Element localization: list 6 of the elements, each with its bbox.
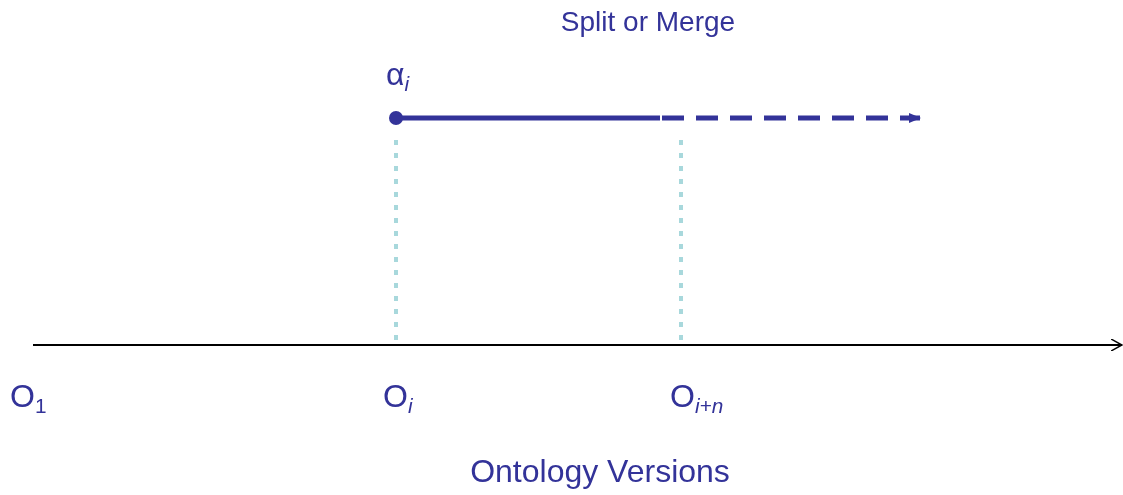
axis-title: Ontology Versions	[470, 455, 730, 487]
tick-label: O$_{i+n}$	[670, 380, 724, 418]
annotation-label: Split or Merge	[560, 8, 736, 36]
tick-label: O$_{i}$	[383, 380, 413, 418]
tick-label: O$_{1}$	[10, 380, 47, 418]
concept-label: α$_{i}$	[386, 58, 410, 96]
